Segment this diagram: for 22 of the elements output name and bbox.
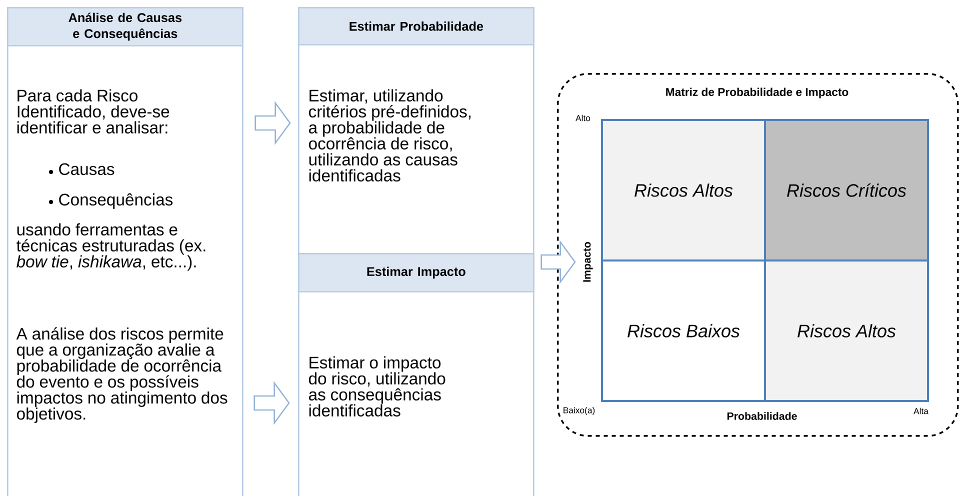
block-arrow: [254, 100, 291, 146]
axis-title: Probabilidade: [727, 412, 797, 420]
axis-label: Alto: [576, 114, 590, 122]
body-text: usando ferramentas e técnicas estruturadas (ex. bow tie, ishikawa, etc...).: [16, 223, 206, 271]
header-band: Estimar Probabilidade: [298, 7, 534, 46]
matrix-cell: Riscos Críticos: [764, 118, 929, 262]
body-text: Estimar o impacto do risco, utilizando as consequências identificadas: [308, 356, 446, 416]
body-text: Causas: [59, 163, 114, 176]
matrix-cell: Riscos Altos: [764, 260, 929, 402]
header-band: Estimar Impacto: [298, 253, 534, 292]
matrix-cell: Riscos Altos: [601, 118, 766, 262]
matrix-title: Matriz de Probabilidade e Impacto: [666, 88, 848, 98]
body-text: Para cada Risco Identificado, deve-se identificar e analisar:: [17, 89, 170, 134]
body-text: A análise dos riscos permite que a organização avalie a probabilidade de ocorrência do evento e os possíveis impactos no atingimento dos objetivos.: [16, 327, 228, 423]
header-band: Análise de Causas e Consequências: [7, 7, 244, 46]
body-text: Consequências: [59, 193, 173, 209]
axis-title: Impacto: [583, 242, 593, 282]
body-text: Estimar, utilizando critérios pré-definidos, a probabilidade de ocorrência de risco, utilizando as causas identificadas: [308, 89, 470, 182]
matrix-cell: Riscos Baixos: [601, 260, 766, 402]
block-arrow: [254, 380, 290, 426]
axis-label: Baixo(a): [564, 406, 595, 416]
block-arrow: [540, 240, 576, 284]
